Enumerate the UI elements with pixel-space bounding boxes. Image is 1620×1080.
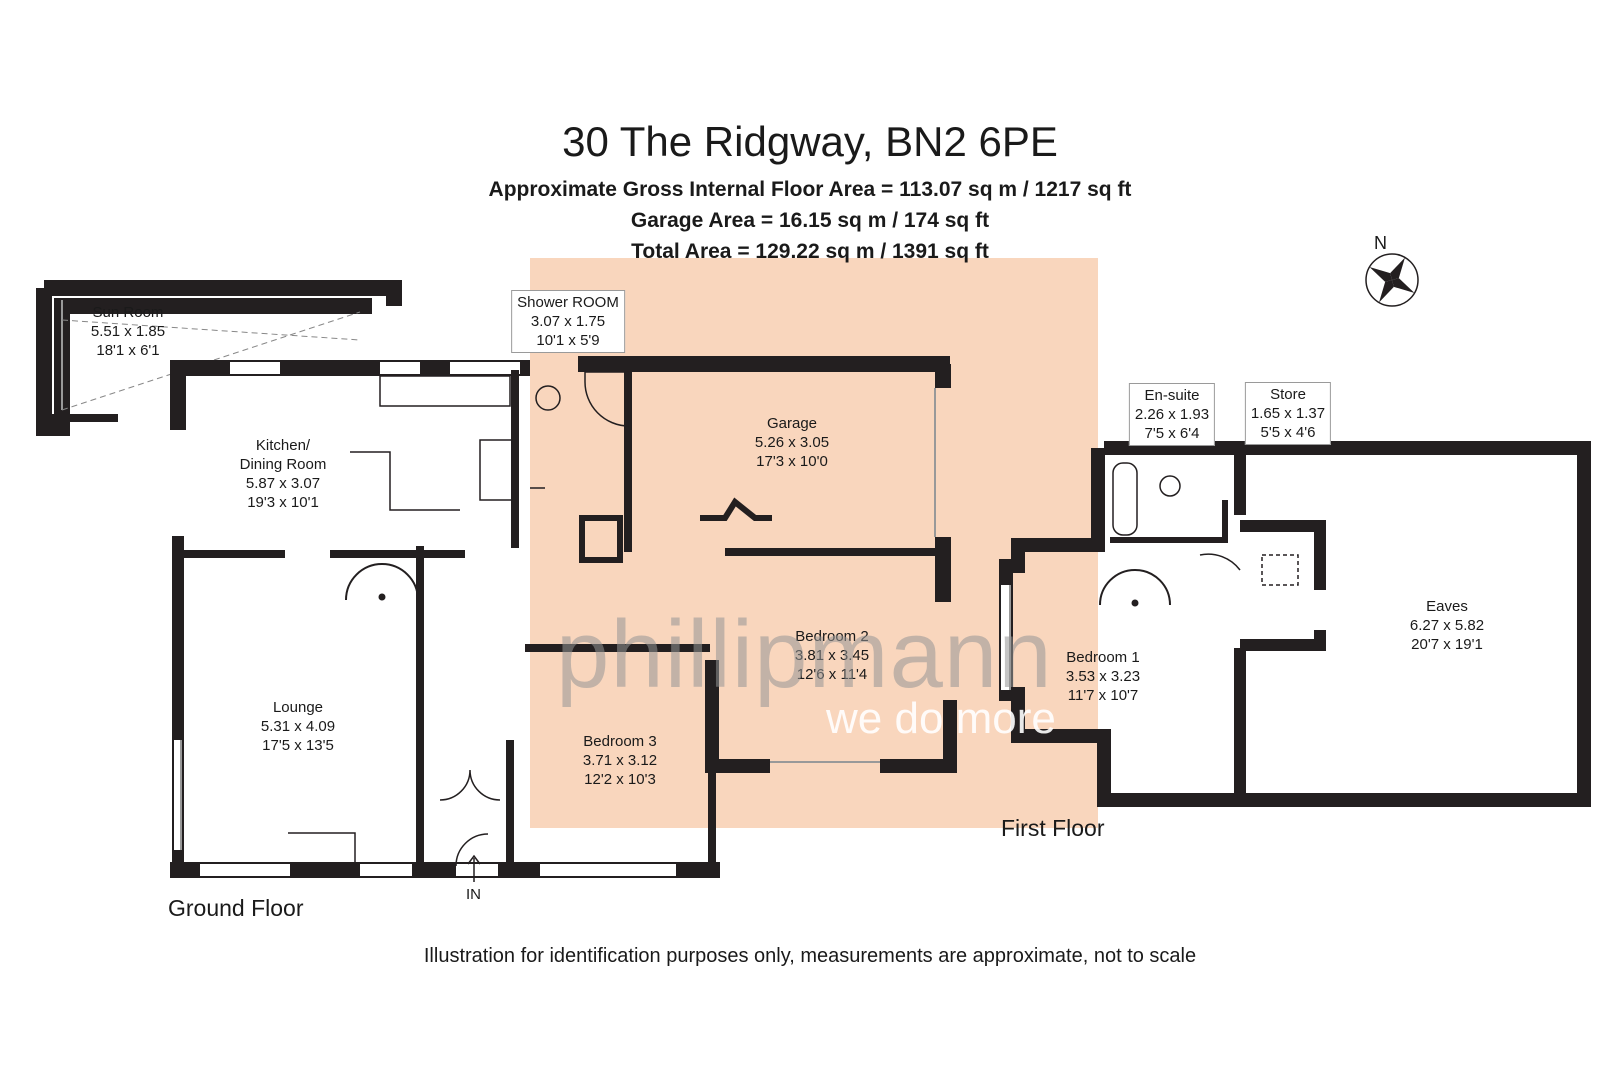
room-name: Shower ROOM [517, 294, 619, 311]
room-metric: 3.07 x 1.75 [530, 313, 606, 330]
cupboard [579, 515, 623, 563]
store-hatch [1261, 554, 1299, 586]
lounge-fireplace [288, 832, 356, 862]
room-name: Lounge [272, 699, 324, 716]
garage-door [700, 497, 772, 521]
first-floor-label: First Floor [1001, 815, 1105, 841]
room-garage: Garage 5.26 x 3.05 17'3 x 10'0 [755, 414, 829, 471]
room-imperial: 10'1 x 5'9 [536, 332, 600, 349]
plan-title: 30 The Ridgway, BN2 6PE [562, 118, 1058, 165]
room-name: Bedroom 1 [1066, 649, 1140, 666]
entrance-label: IN [466, 886, 481, 903]
room-imperial: 19'3 x 10'1 [247, 494, 319, 511]
room-name: Bedroom 3 [583, 733, 657, 750]
front-door [455, 833, 489, 867]
room-name: Garage [766, 415, 818, 432]
room-metric: 5.87 x 3.07 [245, 475, 321, 492]
hall-walls [416, 546, 514, 866]
gross-area: Approximate Gross Internal Floor Area = … [488, 178, 1132, 201]
spiral-stair-ground [345, 563, 419, 601]
store-door [1199, 553, 1241, 571]
room-bedroom-3: Bedroom 3 3.71 x 3.12 12'2 x 10'3 [583, 732, 657, 789]
room-bedroom-1: Bedroom 1 3.53 x 3.23 11'7 x 10'7 [1066, 648, 1140, 705]
room-imperial: 18'1 x 6'1 [96, 342, 160, 359]
spiral-stair-first [1099, 569, 1171, 606]
room-metric: 3.71 x 3.12 [582, 752, 658, 769]
total-area: Total Area = 129.22 sq m / 1391 sq ft [631, 240, 989, 263]
watermark-tagline: we do more [826, 694, 1056, 743]
room-metric: 3.53 x 3.23 [1065, 668, 1141, 685]
room-metric: 5.51 x 1.85 [90, 323, 166, 340]
room-metric: 5.26 x 3.05 [754, 434, 830, 451]
room-metric: 5.31 x 4.09 [260, 718, 336, 735]
room-eaves: Eaves 6.27 x 5.82 20'7 x 19'1 [1410, 597, 1484, 654]
room-imperial: 17'3 x 10'0 [756, 453, 828, 470]
room-store: Store 1.65 x 1.37 5'5 x 4'6 [1244, 382, 1332, 445]
room-imperial: 5'5 x 4'6 [1260, 424, 1316, 441]
room-metric: 1.65 x 1.37 [1250, 405, 1326, 422]
room-metric: 3.81 x 3.45 [794, 647, 870, 664]
room-imperial: 7'5 x 6'4 [1144, 425, 1200, 442]
kitchen-counter [379, 375, 511, 407]
ground-floor-label: Ground Floor [168, 895, 304, 921]
room-name: En-suite [1144, 387, 1200, 404]
room-sun-room: Sun Room 5.51 x 1.85 18'1 x 6'1 [91, 303, 165, 360]
ensuite-walls [1110, 500, 1228, 543]
garage-and-bedrooms-plan [530, 356, 957, 773]
room-name: Store [1270, 386, 1306, 403]
first-floor-plan [999, 441, 1591, 807]
room-metric: 6.27 x 5.82 [1409, 617, 1485, 634]
north-label: N [1374, 233, 1387, 253]
room-imperial: 12'2 x 10'3 [584, 771, 656, 788]
room-name: Eaves [1426, 598, 1468, 615]
ground-floor-plan [36, 280, 720, 878]
garage-area: Garage Area = 16.15 sq m / 174 sq ft [630, 209, 990, 232]
room-bedroom-2: Bedroom 2 3.81 x 3.45 12'6 x 11'4 [795, 627, 869, 684]
room-name-2: Dining Room [239, 456, 327, 473]
bedroom2-walls [705, 660, 957, 773]
room-kitchen: Kitchen/ Dining Room 5.87 x 3.07 19'3 x … [240, 436, 327, 512]
toilet-shower [535, 385, 561, 411]
room-imperial: 17'5 x 13'5 [262, 737, 334, 754]
room-lounge: Lounge 5.31 x 4.09 17'5 x 13'5 [261, 698, 335, 755]
bath [1112, 462, 1138, 536]
room-imperial: 11'7 x 10'7 [1067, 687, 1139, 704]
sun-room-walls [36, 280, 402, 436]
room-shower-room: Shower ROOM 3.07 x 1.75 10'1 x 5'9 [511, 290, 625, 353]
room-name: Sun Room [92, 304, 164, 321]
room-name: Bedroom 2 [795, 628, 869, 645]
shower-tray [584, 371, 629, 427]
watermark-brand: phillipmann [556, 601, 1053, 708]
disclaimer-text: Illustration for identification purposes… [423, 945, 1197, 967]
room-metric: 2.26 x 1.93 [1134, 406, 1210, 423]
ensuite-toilet [1159, 475, 1181, 497]
room-ensuite: En-suite 2.26 x 1.93 7'5 x 6'4 [1128, 383, 1216, 446]
room-imperial: 12'6 x 11'4 [796, 666, 868, 683]
first-floor-outer-walls [999, 441, 1591, 807]
bedroom3-walls [525, 644, 716, 866]
room-name: Kitchen/ [255, 437, 311, 454]
compass-rose-icon [1365, 253, 1419, 307]
entrance-arrow-icon [467, 854, 481, 882]
room-imperial: 20'7 x 19'1 [1411, 636, 1483, 653]
eaves-left-wall [1234, 448, 1326, 800]
